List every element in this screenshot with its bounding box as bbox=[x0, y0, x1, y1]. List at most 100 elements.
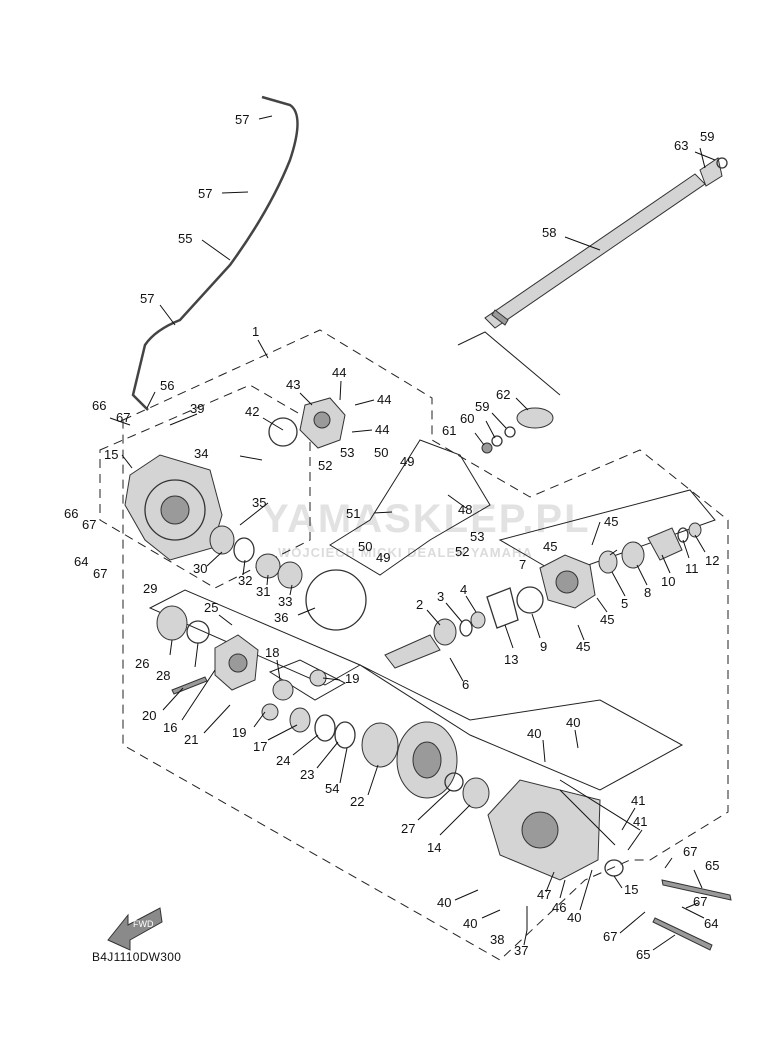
callout-45: 45 bbox=[543, 539, 557, 554]
callout-67: 67 bbox=[693, 894, 707, 909]
callout-67: 67 bbox=[93, 566, 107, 581]
callout-33: 33 bbox=[278, 594, 292, 609]
callout-36: 36 bbox=[274, 610, 288, 625]
pinion-housing bbox=[539, 522, 702, 609]
callout-61: 61 bbox=[442, 423, 456, 438]
callout-49: 49 bbox=[376, 550, 390, 565]
callout-66: 66 bbox=[64, 506, 78, 521]
callout-29: 29 bbox=[143, 581, 157, 596]
subgroup-boundary-diff-lower bbox=[268, 659, 347, 701]
watermark-text: YAMASKLEP.PL bbox=[262, 497, 591, 541]
callout-45: 45 bbox=[604, 514, 618, 529]
callout-14: 14 bbox=[427, 840, 441, 855]
callout-44: 44 bbox=[332, 365, 346, 380]
callout-24: 24 bbox=[276, 753, 290, 768]
fwd-label: FWD bbox=[133, 919, 154, 929]
callout-53: 53 bbox=[470, 529, 484, 544]
callout-12: 12 bbox=[705, 553, 719, 568]
callout-15: 15 bbox=[624, 882, 638, 897]
callout-57: 57 bbox=[235, 112, 249, 127]
callout-1: 1 bbox=[252, 324, 259, 339]
callout-40: 40 bbox=[566, 715, 580, 730]
callout-30: 30 bbox=[193, 561, 207, 576]
callout-50: 50 bbox=[358, 539, 372, 554]
callout-6: 6 bbox=[462, 677, 469, 692]
drive-shaft bbox=[484, 157, 728, 329]
callout-63: 63 bbox=[674, 138, 688, 153]
subgroup-boundary-pinion bbox=[498, 489, 716, 576]
subgroup-boundary-left bbox=[99, 384, 311, 589]
rear-housing bbox=[487, 779, 732, 951]
callout-26: 26 bbox=[135, 656, 149, 671]
callout-34: 34 bbox=[194, 446, 208, 461]
callout-49: 49 bbox=[400, 454, 414, 469]
callout-67: 67 bbox=[82, 517, 96, 532]
callout-20: 20 bbox=[142, 708, 156, 723]
callout-62: 62 bbox=[496, 387, 510, 402]
callout-53: 53 bbox=[340, 445, 354, 460]
callout-27: 27 bbox=[401, 821, 415, 836]
callout-41: 41 bbox=[631, 793, 645, 808]
callout-15: 15 bbox=[104, 447, 118, 462]
callout-10: 10 bbox=[661, 574, 675, 589]
callout-51: 51 bbox=[346, 506, 360, 521]
diagram-code: B4J1110DW300 bbox=[92, 950, 182, 964]
leader-lines bbox=[109, 115, 716, 951]
callout-65: 65 bbox=[705, 858, 719, 873]
oring-42 bbox=[268, 417, 298, 447]
callout-39: 39 bbox=[190, 401, 204, 416]
callout-22: 22 bbox=[350, 794, 364, 809]
callout-11: 11 bbox=[685, 561, 699, 576]
bearing-set-front bbox=[209, 525, 303, 589]
callout-8: 8 bbox=[644, 585, 651, 600]
callout-45: 45 bbox=[576, 639, 590, 654]
callout-67: 67 bbox=[116, 410, 130, 425]
callout-64: 64 bbox=[704, 916, 718, 931]
shaft-bracket bbox=[457, 331, 561, 396]
callout-67: 67 bbox=[603, 929, 617, 944]
pinion-gear bbox=[384, 586, 544, 669]
fwd-arrow-icon: FWD bbox=[107, 907, 163, 951]
callout-44: 44 bbox=[375, 422, 389, 437]
callout-7: 7 bbox=[519, 557, 526, 572]
callout-28: 28 bbox=[156, 668, 170, 683]
callout-47: 47 bbox=[537, 887, 551, 902]
callout-54: 54 bbox=[325, 781, 339, 796]
callout-40: 40 bbox=[437, 895, 451, 910]
callout-67: 67 bbox=[683, 844, 697, 859]
front-cover-housing bbox=[124, 454, 223, 561]
callout-23: 23 bbox=[300, 767, 314, 782]
callout-17: 17 bbox=[253, 739, 267, 754]
callout-40: 40 bbox=[463, 916, 477, 931]
callout-32: 32 bbox=[238, 573, 252, 588]
callout-58: 58 bbox=[542, 225, 556, 240]
callout-5: 5 bbox=[621, 596, 628, 611]
yoke-part bbox=[481, 407, 554, 454]
callout-50: 50 bbox=[374, 445, 388, 460]
watermark-subtext: WOJCIECH MICKI DEALER YAMAHA bbox=[278, 545, 533, 560]
subgroup-boundary-yoke bbox=[329, 439, 491, 576]
callout-19: 19 bbox=[232, 725, 246, 740]
callout-59: 59 bbox=[700, 129, 714, 144]
callout-40: 40 bbox=[527, 726, 541, 741]
callout-45: 45 bbox=[600, 612, 614, 627]
callout-37: 37 bbox=[514, 943, 528, 958]
callout-9: 9 bbox=[540, 639, 547, 654]
callout-64: 64 bbox=[74, 554, 88, 569]
oring-36 bbox=[305, 569, 367, 631]
callout-labels: 57 57 55 57 56 1 66 67 39 42 43 44 44 44… bbox=[64, 112, 719, 962]
callout-52: 52 bbox=[318, 458, 332, 473]
callout-52: 52 bbox=[455, 544, 469, 559]
callout-38: 38 bbox=[490, 932, 504, 947]
actuator-motor bbox=[299, 397, 346, 449]
callout-31: 31 bbox=[256, 584, 270, 599]
callout-66: 66 bbox=[92, 398, 106, 413]
callout-44: 44 bbox=[377, 392, 391, 407]
callout-4: 4 bbox=[460, 582, 467, 597]
callout-35: 35 bbox=[252, 495, 266, 510]
callout-13: 13 bbox=[504, 652, 518, 667]
callout-57: 57 bbox=[140, 291, 154, 306]
callout-3: 3 bbox=[437, 589, 444, 604]
callout-40: 40 bbox=[567, 910, 581, 925]
